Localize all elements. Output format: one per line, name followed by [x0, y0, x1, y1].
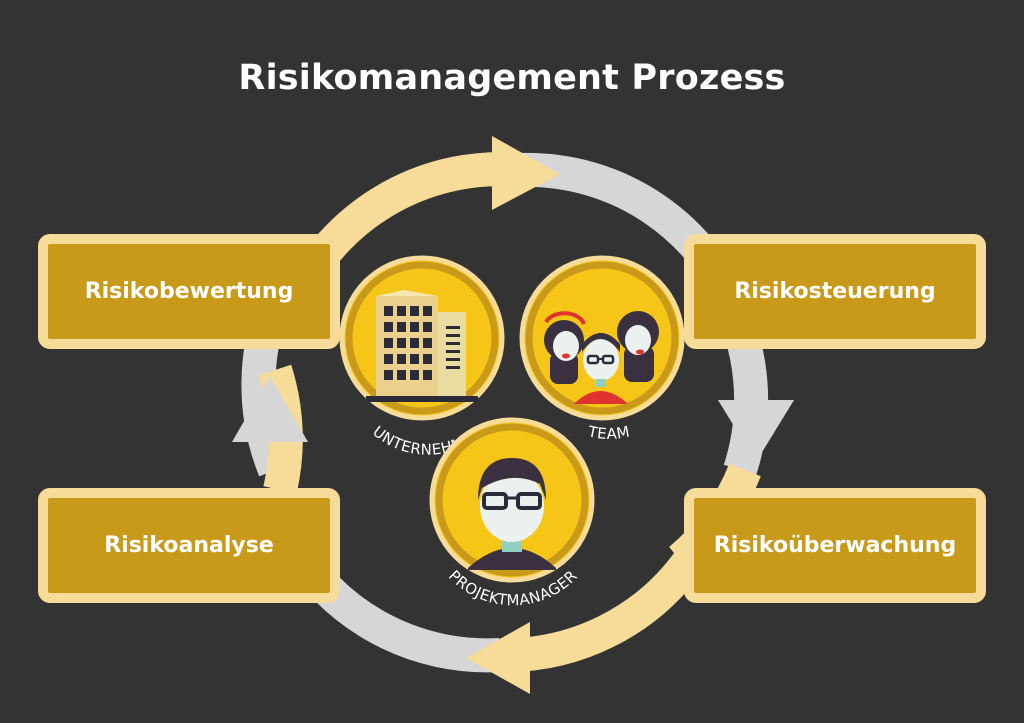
step-risikoueberwachung: Risikoüberwachung	[684, 488, 986, 603]
arrow-head-left-icon	[232, 376, 308, 442]
project-manager-avatar-icon	[468, 458, 556, 570]
step-risikosteuerung: Risikosteuerung	[684, 234, 986, 349]
arrow-head-top-icon	[492, 136, 560, 210]
step-risikobewertung: Risikobewertung	[38, 234, 340, 349]
arrow-head-right-icon	[718, 400, 794, 462]
team-people-icon	[544, 311, 659, 404]
team-badge: TEAM	[519, 255, 685, 443]
step-risikoanalyse: Risikoanalyse	[38, 488, 340, 603]
team-label: TEAM	[585, 422, 631, 443]
page-title: Risikomanagement Prozess	[238, 58, 786, 98]
project-manager-badge: PROJEKTMANAGER	[429, 417, 595, 609]
building-icon	[366, 290, 478, 402]
arrow-head-bottom-icon	[466, 622, 530, 694]
